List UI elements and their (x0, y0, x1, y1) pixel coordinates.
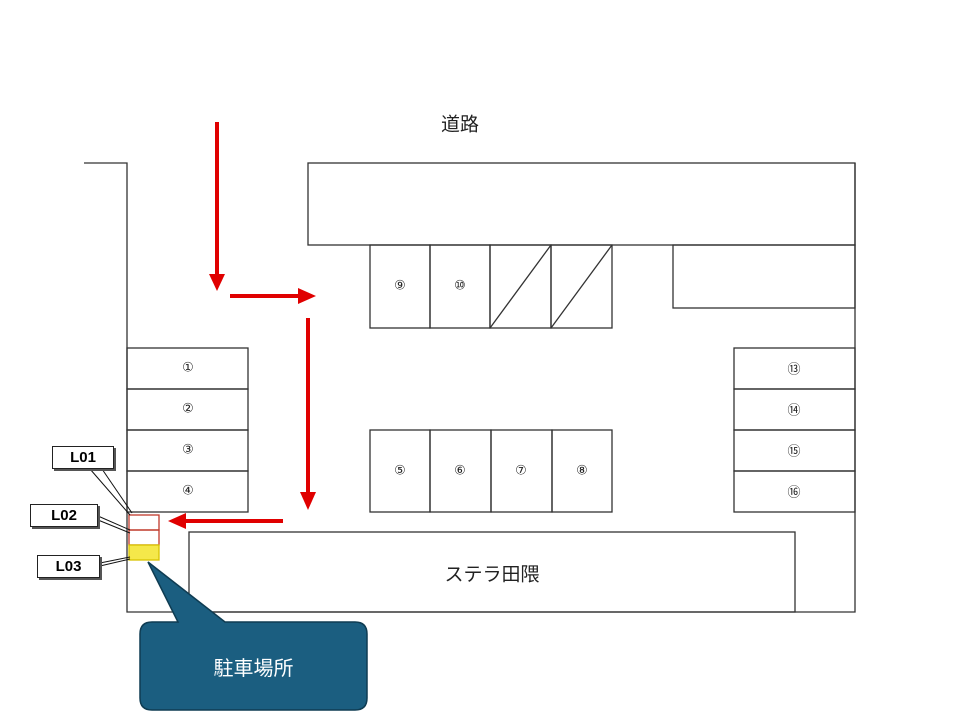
spot-13: ⑬ (787, 362, 801, 378)
spot-10: ⑩ (454, 278, 466, 294)
spot-5: ⑤ (394, 463, 406, 479)
marker-spots (128, 514, 160, 561)
road-label: 道路 (440, 113, 480, 136)
callout-text: 駐車場所 (213, 655, 294, 680)
spot-3: ③ (182, 442, 194, 458)
row-center-spots (369, 429, 613, 513)
spot-14: ⑭ (787, 403, 801, 419)
building-label: ステラ田隈 (444, 563, 540, 586)
callout-bubble (139, 561, 368, 711)
spot-9: ⑨ (394, 278, 406, 294)
spot-7: ⑦ (515, 463, 527, 479)
marker-label-l03: L03 (37, 555, 100, 578)
marker-label-l02: L02 (30, 504, 98, 527)
east-structure (672, 244, 856, 309)
spot-15: ⑮ (787, 444, 801, 460)
row-right-spots (733, 347, 856, 513)
spot-8: ⑧ (576, 463, 588, 479)
marker-leaders (89, 468, 133, 567)
spot-2: ② (182, 401, 194, 417)
north-building (307, 162, 856, 246)
stella-building (188, 531, 796, 613)
spot-4: ④ (182, 483, 194, 499)
spot-1: ① (182, 360, 194, 376)
row-top-spots (369, 244, 613, 329)
row-left-spots (126, 347, 249, 513)
flow-arrows (168, 122, 316, 529)
lot-boundary (84, 162, 856, 613)
spot-6: ⑥ (454, 463, 466, 479)
spot-16: ⑯ (787, 485, 801, 501)
marker-label-l01: L01 (52, 446, 114, 469)
